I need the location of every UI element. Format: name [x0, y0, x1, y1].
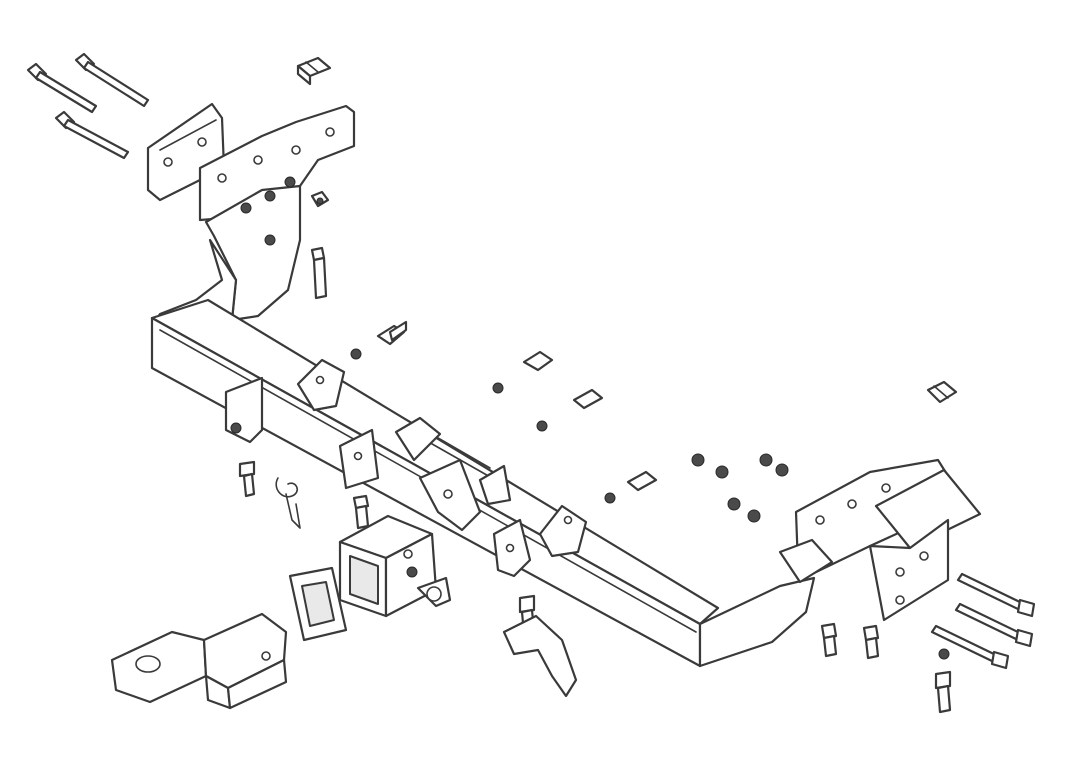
long-bolt	[932, 626, 1008, 668]
ball-mount	[112, 614, 286, 708]
long-bolt	[28, 64, 96, 112]
bottom-fasteners	[504, 596, 950, 712]
long-bolt-group-right	[932, 574, 1034, 668]
small-bolt	[864, 626, 878, 658]
small-bolt	[354, 496, 368, 528]
tube-tabs	[226, 360, 586, 576]
hitch-pin	[240, 462, 254, 496]
long-bolt	[958, 574, 1034, 616]
small-bolt	[312, 248, 326, 298]
left-fasteners	[312, 192, 328, 298]
long-bolt-group-left	[28, 54, 330, 158]
receiver-assembly	[340, 460, 480, 616]
hitch-clip	[276, 478, 300, 528]
long-bolt	[956, 604, 1032, 646]
long-bolt	[76, 54, 148, 106]
small-bolt	[936, 672, 950, 712]
small-bolt	[822, 624, 836, 656]
hitch-pin-and-clip	[240, 462, 368, 528]
left-mounting-bracket	[148, 104, 354, 320]
spacer-block	[298, 58, 330, 84]
right-mounting-bracket	[700, 382, 980, 666]
center-fasteners	[351, 322, 788, 522]
receiver-spacer	[290, 568, 346, 640]
long-bolt	[56, 112, 128, 158]
